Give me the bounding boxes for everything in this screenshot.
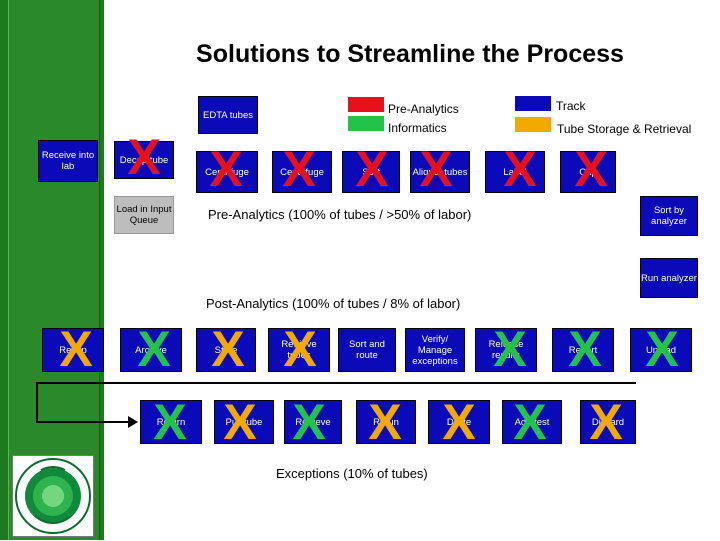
legend-swatch-storage	[515, 117, 551, 132]
release-results-label: Release results	[488, 339, 524, 361]
exceptions-section-label: Exceptions (10% of tubes)	[276, 466, 428, 481]
add-test-box: Add test	[502, 400, 562, 444]
recap-label: Recap	[59, 344, 87, 356]
legend-swatch-informatics	[348, 116, 384, 131]
load-input-queue-box: Load in Input Queue	[114, 196, 174, 234]
store-box: Store	[196, 328, 256, 372]
aliquot-label: Aliquot tubes	[412, 166, 468, 178]
sort-and-route-box: Sort and route	[338, 328, 396, 372]
decap-label: Decap tube	[119, 154, 169, 166]
unload-box: Unload	[630, 328, 692, 372]
rerun-label: Rerun	[373, 416, 399, 428]
centrifuge-label-1: Centrifuge	[205, 166, 249, 178]
centrifuge-box-2: Centrifuge	[272, 151, 332, 193]
pull-tube-box: Pull tube	[214, 400, 274, 444]
retrieve-tubes-label: Retrieve tubes	[281, 339, 317, 361]
sort-box: Sort	[342, 151, 400, 193]
edta-tubes-label: EDTA tubes	[203, 109, 253, 121]
legend-label-track: Track	[556, 99, 586, 113]
sort-by-analyzer-box: Sort by analyzer	[640, 196, 698, 236]
release-results-box: Release results	[475, 328, 537, 372]
edta-tubes-box: EDTA tubes	[198, 96, 258, 134]
logo-seal-icon	[15, 458, 91, 534]
discard-box: Discard	[580, 400, 636, 444]
connector-line	[36, 421, 132, 423]
cap-label: Cap	[579, 166, 597, 178]
label-box: Label	[485, 151, 545, 193]
post-analytics-section-label: Post-Analytics (100% of tubes / 8% of la…	[206, 296, 461, 311]
sort-and-route-label: Sort and route	[349, 339, 385, 361]
return-label: Return	[156, 416, 186, 428]
verify-manage-exceptions-label: Verify/ Manage exceptions	[412, 333, 458, 367]
receive-label: Receive into lab	[41, 150, 95, 172]
label-step-label: Label	[503, 166, 527, 178]
university-logo	[12, 455, 94, 537]
connector-line	[36, 382, 38, 422]
report-box: Report	[552, 328, 614, 372]
recap-box: Recap	[42, 328, 104, 372]
cap-box: Cap	[560, 151, 616, 193]
legend-label-storage: Tube Storage & Retrieval	[557, 122, 692, 136]
sort-by-analyzer-label: Sort by analyzer	[651, 205, 687, 227]
retrieve-label: Retrieve	[295, 416, 331, 428]
dilute-label: Dilute	[446, 416, 472, 428]
rerun-box: Rerun	[356, 400, 416, 444]
decap-box: Decap tube	[114, 141, 174, 179]
retrieve-box: Retrieve	[284, 400, 342, 444]
dilute-box: Dilute	[428, 400, 490, 444]
verify-manage-exceptions-box: Verify/ Manage exceptions	[405, 328, 465, 372]
add-test-label: Add test	[514, 416, 550, 428]
unload-label: Unload	[645, 344, 677, 356]
report-label: Report	[568, 344, 598, 356]
slide-title: Solutions to Streamline the Process	[196, 40, 624, 68]
archive-label: Archive	[135, 344, 167, 356]
connector-line	[36, 382, 636, 384]
archive-box: Archive	[120, 328, 182, 372]
legend-label-pre-analytics: Pre-Analytics	[388, 102, 459, 116]
sidebar-panel	[8, 0, 100, 540]
discard-label: Discard	[591, 416, 625, 428]
pre-analytics-section-label: Pre-Analytics (100% of tubes / >50% of l…	[208, 207, 472, 222]
return-box: Return	[140, 400, 202, 444]
run-analyzer-box: Run analyzer	[640, 258, 698, 298]
receive-box: Receive into lab	[38, 140, 98, 182]
load-input-queue-label: Load in Input Queue	[116, 204, 172, 226]
legend-label-informatics: Informatics	[388, 121, 447, 135]
centrifuge-label-2: Centrifuge	[280, 166, 324, 178]
store-label: Store	[214, 344, 238, 356]
legend-swatch-pre-analytics	[348, 97, 384, 112]
run-analyzer-label: Run analyzer	[641, 272, 697, 284]
centrifuge-box-1: Centrifuge	[196, 151, 258, 193]
retrieve-tubes-box: Retrieve tubes	[268, 328, 330, 372]
pull-tube-label: Pull tube	[225, 416, 263, 428]
sort-label: Sort	[362, 166, 380, 178]
aliquot-box: Aliquot tubes	[410, 151, 470, 193]
legend-swatch-track	[515, 96, 551, 111]
arrow-head-icon	[128, 416, 138, 428]
